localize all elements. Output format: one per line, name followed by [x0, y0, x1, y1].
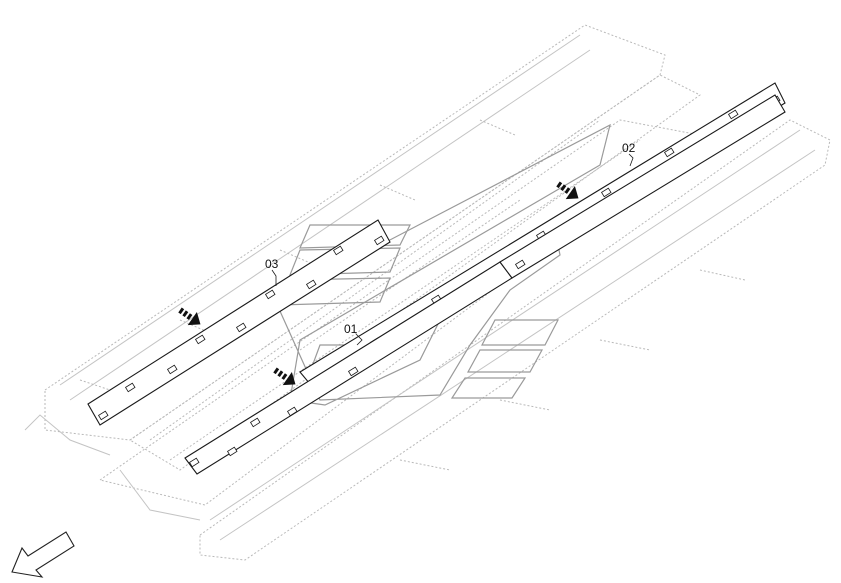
hatched-arrow-icon	[178, 307, 201, 326]
hatched-arrow-icon	[273, 367, 296, 386]
part-label-01: 01	[344, 322, 358, 336]
part-label-02: 02	[622, 141, 636, 155]
leader-01	[355, 333, 363, 346]
leader-02	[628, 153, 634, 167]
track-frame-ghost	[24, 24, 831, 561]
hatched-arrow-icon	[556, 181, 579, 200]
leader-03	[271, 269, 277, 286]
strip-01	[184, 94, 786, 475]
part-label-03: 03	[265, 257, 279, 271]
strip-03	[87, 219, 391, 426]
direction-arrow-icon	[11, 531, 75, 578]
